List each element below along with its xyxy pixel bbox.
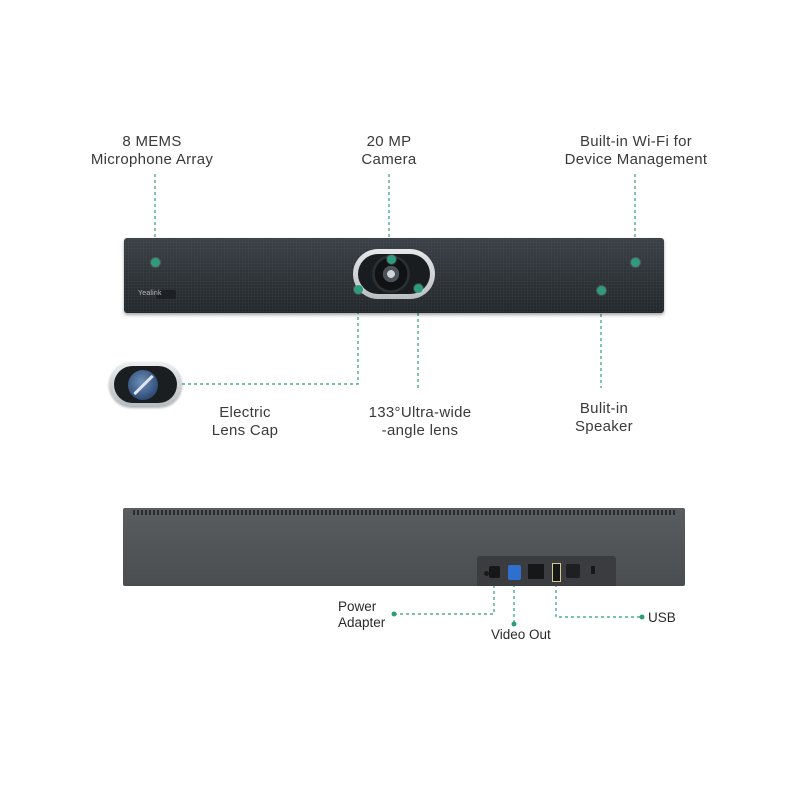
usb-leader <box>555 584 642 618</box>
speaker-dot <box>596 285 606 295</box>
video-out-label: Video Out <box>491 627 551 642</box>
power-label: Power Adapter <box>338 599 386 630</box>
microphone-dot <box>150 257 160 267</box>
lens-cap-label: Electric Lens Cap <box>211 404 279 439</box>
lens-cap-dot <box>353 284 363 294</box>
reset-port-icon <box>484 571 489 576</box>
brand-logo: Yealink <box>138 290 162 297</box>
aux-port-icon <box>566 564 580 578</box>
power-port-icon <box>489 566 500 578</box>
power-leader <box>394 584 495 615</box>
wifi-dot <box>630 257 640 267</box>
rear-vent <box>133 510 675 515</box>
camera-label: 20 MP Camera <box>361 133 417 168</box>
wifi-label: Built-in Wi-Fi for Device Management <box>564 133 708 168</box>
usb-port-icon <box>552 563 561 582</box>
usb-label: USB <box>648 610 676 625</box>
lens-cap-leader <box>182 289 359 385</box>
lens-label: 133°Ultra-wide -angle lens <box>368 404 472 439</box>
hdmi-port-icon <box>508 565 521 580</box>
lens-dot <box>413 283 423 293</box>
microphone-label: 8 MEMS Microphone Array <box>90 133 214 168</box>
ethernet-port-icon <box>528 564 544 579</box>
lock-slot-icon <box>591 566 595 574</box>
brand-plate <box>156 290 176 299</box>
camera-dot <box>386 254 396 264</box>
speaker-label: Bulit-in Speaker <box>575 400 633 435</box>
